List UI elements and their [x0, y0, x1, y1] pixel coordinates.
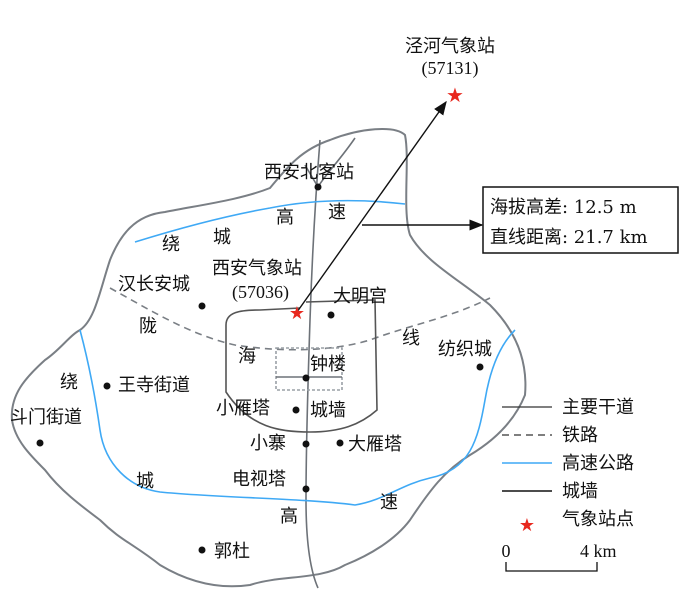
- place-dayanta: 大雁塔: [336, 434, 402, 455]
- place-xiaozhai: 小寨: [250, 433, 310, 454]
- place-wangsi: 王寺街道: [103, 375, 190, 396]
- ring-highway-char: 速: [328, 202, 346, 223]
- remote-station-name: 泾河气象站: [405, 36, 495, 57]
- svg-text:小雁塔: 小雁塔: [216, 398, 270, 419]
- place-xiaoyanta: 小雁塔: [216, 398, 300, 419]
- highway-north: [134, 199, 406, 243]
- legend-highway-label: 高速公路: [562, 453, 634, 474]
- place-zhonglou: 钟楼: [302, 354, 346, 382]
- svg-text:小寨: 小寨: [250, 433, 286, 454]
- distance: 直线距离: 21.7 km: [490, 227, 648, 248]
- railway-longhai: [109, 287, 491, 351]
- scale-end: 4 km: [580, 541, 617, 561]
- main-road-north-south: [305, 139, 321, 589]
- legend-railway-label: 铁路: [562, 425, 598, 446]
- ring-highway-char: 城: [213, 227, 231, 248]
- ring-highway-char: 高: [276, 207, 294, 228]
- legend-station-star-icon: ★: [519, 515, 535, 536]
- ring-highway-char: 绕: [162, 234, 180, 255]
- place-fangzhicheng: 纺织城: [438, 339, 492, 371]
- main-road-northwest: [304, 164, 319, 188]
- svg-text:纺织城: 纺织城: [438, 339, 492, 360]
- ring-highway-char: 绕: [60, 372, 78, 393]
- ring-highway-char: 城: [136, 471, 154, 492]
- svg-text:王寺街道: 王寺街道: [118, 375, 190, 396]
- local-station-name: 西安气象站: [212, 258, 302, 279]
- svg-text:钟楼: 钟楼: [310, 354, 346, 375]
- local-station-code: (57036): [232, 282, 289, 303]
- svg-text:汉长安城: 汉长安城: [118, 274, 190, 295]
- city-wall-outline: [225, 299, 378, 433]
- legend-main-road-label: 主要干道: [562, 397, 634, 418]
- remote-station-star-icon: ★: [446, 83, 464, 107]
- svg-text:斗门街道: 斗门街道: [10, 407, 82, 428]
- legend: 主要干道 铁路 高速公路 城墙 ★ 气象站点: [502, 397, 634, 536]
- legend-station-label: 气象站点: [562, 509, 634, 530]
- elevation-diff: 海拔高差: 12.5 m: [490, 197, 637, 218]
- scale-bar: 0 4 km: [502, 541, 617, 572]
- direction-arrow: [296, 100, 447, 313]
- inner-city-wall: [275, 347, 343, 391]
- ring-highway-char: 高: [280, 506, 298, 527]
- legend-wall-label: 城墙: [562, 481, 598, 502]
- railway-char: 线: [402, 328, 420, 349]
- ring-highway-char: 速: [380, 492, 398, 513]
- place-dianshita: 电视塔: [232, 469, 310, 493]
- svg-text:大明宫: 大明宫: [333, 286, 387, 307]
- city-boundary: [10, 127, 527, 588]
- place-guodu: 郭杜: [198, 541, 250, 562]
- scale-start: 0: [502, 541, 511, 561]
- railway-char: 海: [238, 346, 256, 367]
- svg-text:西安北客站: 西安北客站: [264, 162, 354, 183]
- svg-text:郭杜: 郭杜: [214, 541, 250, 562]
- local-station-star-icon: ★: [289, 303, 305, 324]
- railway-char: 陇: [139, 316, 157, 337]
- info-box: [482, 186, 679, 254]
- svg-text:电视塔: 电视塔: [232, 469, 286, 490]
- svg-text:大雁塔: 大雁塔: [348, 434, 402, 455]
- place-north-station: 西安北客站: [264, 162, 354, 191]
- place-daminggong: 大明宫: [327, 286, 387, 319]
- remote-station-code: (57131): [422, 58, 479, 79]
- place-han-changan: 汉长安城: [118, 274, 206, 310]
- place-doumen: 斗门街道: [10, 407, 82, 447]
- label-city-wall: 城墙: [310, 400, 346, 421]
- main-road-northeast: [317, 137, 356, 188]
- highway-ring-south: [79, 329, 516, 506]
